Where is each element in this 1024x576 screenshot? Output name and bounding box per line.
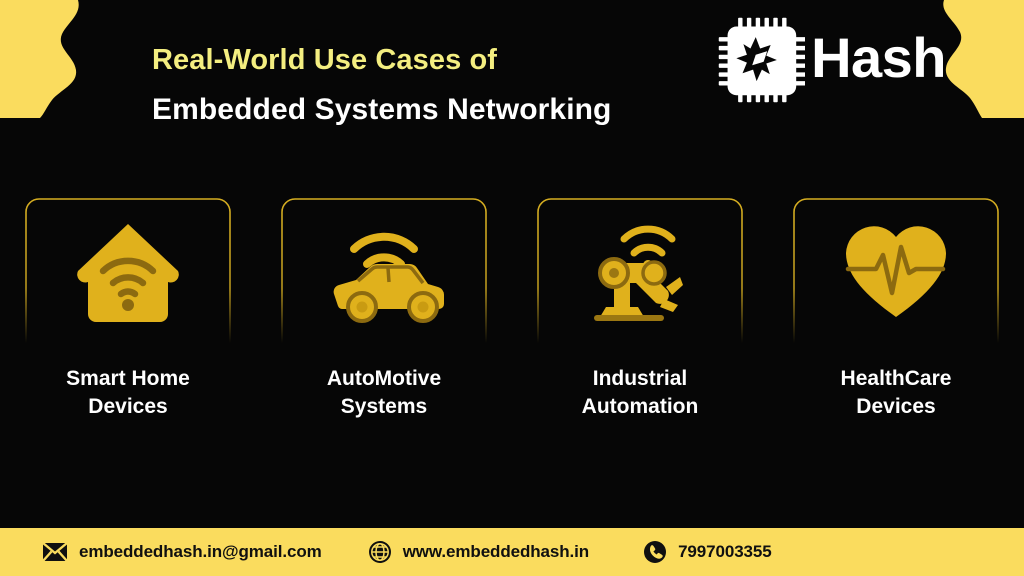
globe-icon [368,541,391,563]
header: Real-World Use Cases of Embedded Systems… [0,0,1024,160]
footer-website-text: www.embeddedhash.in [402,542,590,561]
card-border-decoration [793,198,999,343]
robot-arm-wifi-icon [594,225,683,321]
page-title: Real-World Use Cases of Embedded Systems… [152,42,611,129]
brand-logo: Hash [717,16,946,104]
microchip-hash-logo-icon [718,17,806,103]
use-case-card-healthcare-devices[interactable]: HealthCare Devices [768,198,1024,420]
phone-icon [644,541,667,563]
footer-phone[interactable]: 7997003355 [643,540,772,564]
house-wifi-icon [77,223,179,322]
footer-email[interactable]: embeddedhash.in@gmail.com [42,542,322,562]
use-case-card-row: Smart Home Devices [0,198,1024,420]
card-frame [25,198,231,343]
envelope-icon [42,542,68,562]
footer-email-text: embeddedhash.in@gmail.com [79,542,322,561]
title-line-secondary: Embedded Systems Networking [152,93,612,127]
use-case-card-industrial-automation[interactable]: Industrial Automation [512,198,768,420]
use-case-card-automotive-systems[interactable]: AutoMotive Systems [256,198,512,420]
footer-phone-text: 7997003355 [678,542,772,561]
heart-pulse-icon [845,225,946,317]
card-frame [281,198,487,343]
card-label: AutoMotive Systems [326,367,442,418]
card-frame [793,198,999,343]
footer-contact-bar: embeddedhash.in@gmail.com www.embeddedha… [0,528,1024,576]
brand-logo-text: Hash [811,26,946,89]
footer-website[interactable]: www.embeddedhash.in [368,540,589,564]
use-case-card-smart-home-devices[interactable]: Smart Home Devices [0,198,256,420]
card-label: Smart Home Devices [66,367,190,418]
card-frame [537,198,743,343]
card-label: Industrial Automation [581,367,699,418]
car-wifi-icon [333,232,445,323]
card-border-decoration [281,198,487,343]
card-label: HealthCare Devices [840,367,952,418]
card-border-decoration [25,198,231,343]
card-border-decoration [537,198,743,343]
title-line-primary: Real-World Use Cases of [152,44,498,76]
